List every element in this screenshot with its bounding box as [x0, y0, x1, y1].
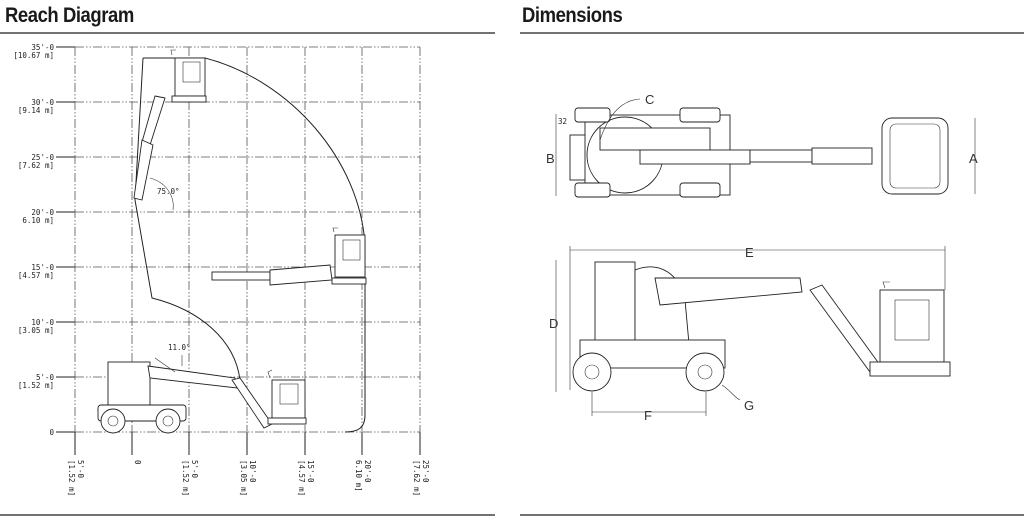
reach-diagram-title: Reach Diagram	[5, 4, 134, 27]
y-tick-label-m: [10.67 m]	[13, 51, 54, 60]
y-tick-label-m: [4.57 m]	[18, 271, 54, 280]
dimensions-title: Dimensions	[522, 4, 623, 27]
x-tick-label-m: [7.62 m]	[412, 460, 421, 496]
dim-label-f: F	[644, 408, 652, 423]
dim-label-a: A	[969, 151, 978, 166]
x-tick-label-ft: 5'-0	[76, 460, 85, 479]
x-tick-label-ft: 10'-0	[248, 460, 257, 483]
x-tick-label-m: [3.05 m]	[239, 460, 248, 496]
x-tick-label-ft: 15'-0	[306, 460, 315, 483]
angle-arc-upper	[149, 177, 174, 211]
y-tick-label-m: [1.52 m]	[18, 381, 54, 390]
x-tick-label-m: [1.52 m]	[181, 460, 190, 496]
dim-label-c: C	[645, 92, 654, 107]
y-tick-label-m: [7.62 m]	[18, 161, 54, 170]
x-tick-label-m: [4.57 m]	[297, 460, 306, 496]
y-tick-label-ft: 5'-0	[36, 373, 55, 382]
dim-label-g: G	[744, 398, 754, 413]
machine-max-height	[133, 49, 207, 201]
angle-label-small: 32	[558, 117, 567, 126]
y-tick-label-ft: 35'-0	[31, 43, 54, 52]
angle-label-lower: 11.0°	[168, 343, 191, 352]
y-tick-label-ft: 10'-0	[31, 318, 54, 327]
angle-label-upper: 75.0°	[157, 187, 180, 196]
top-view-drawing: 32	[555, 98, 976, 198]
y-tick-label-ft: 0	[49, 428, 54, 437]
y-tick-label-m: [3.05 m]	[18, 326, 54, 335]
x-tick-label-m: 6.10 m]	[354, 460, 363, 492]
x-tick-label-ft: 25'-0	[421, 460, 430, 483]
y-tick-label-ft: 20'-0	[31, 208, 54, 217]
y-tick-label-ft: 30'-0	[31, 98, 54, 107]
y-tick-label-m: [9.14 m]	[18, 106, 54, 115]
dim-label-d: D	[549, 316, 558, 331]
side-view-drawing	[555, 246, 951, 416]
reach-axis-labels: 35'-0[10.67 m]30'-0[9.14 m]25'-0[7.62 m]…	[13, 43, 430, 496]
x-tick-label-ft: 20'-0	[363, 460, 372, 483]
machine-stowed	[97, 357, 307, 434]
dim-label-b: B	[546, 151, 555, 166]
x-tick-label-ft: 0	[133, 460, 142, 465]
working-envelope	[134, 57, 366, 433]
dim-label-e: E	[745, 245, 754, 260]
x-tick-label-m: [1.52 m]	[67, 460, 76, 496]
y-tick-label-ft: 15'-0	[31, 263, 54, 272]
x-tick-label-ft: 5'-0	[190, 460, 199, 479]
y-tick-label-ft: 25'-0	[31, 153, 54, 162]
machine-horizontal-reach	[211, 227, 367, 286]
y-tick-label-m: 6.10 m]	[22, 216, 54, 225]
